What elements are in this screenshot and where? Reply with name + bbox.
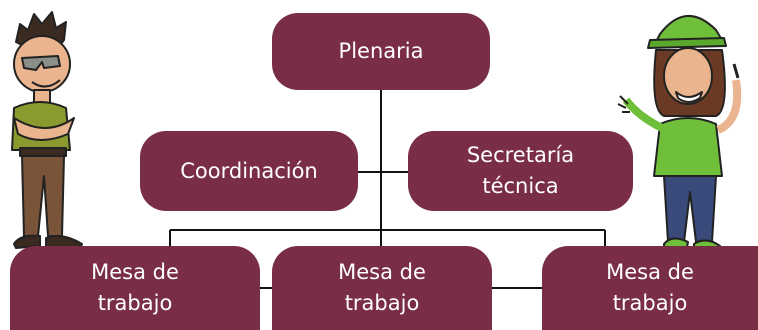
cartoon-man-icon — [11, 11, 83, 251]
node-mesa-de-trabajo-3: Mesa de trabajo — [542, 246, 758, 330]
node-mesa-de-trabajo-1: Mesa de trabajo — [10, 246, 260, 330]
cartoon-woman-icon — [617, 14, 742, 255]
node-plenaria: Plenaria — [272, 13, 490, 90]
node-coordinacion-label: Coordinación — [180, 158, 318, 183]
node-mesa1-line2: trabajo — [97, 291, 173, 315]
node-mesa3-line2: trabajo — [612, 291, 688, 315]
node-mesa2-line2: trabajo — [344, 291, 420, 315]
node-mesa-de-trabajo-2: Mesa de trabajo — [272, 246, 492, 330]
node-coordinacion: Coordinación — [140, 131, 358, 211]
node-secretaria-line1: Secretaría — [466, 143, 575, 167]
node-mesa3-line1: Mesa de — [606, 260, 694, 284]
node-secretaria-line2: técnica — [482, 174, 559, 198]
node-mesa1-line1: Mesa de — [91, 260, 179, 284]
node-mesa2-line1: Mesa de — [338, 260, 426, 284]
node-secretaria-tecnica: Secretaría técnica — [408, 131, 633, 211]
node-plenaria-label: Plenaria — [338, 39, 424, 63]
